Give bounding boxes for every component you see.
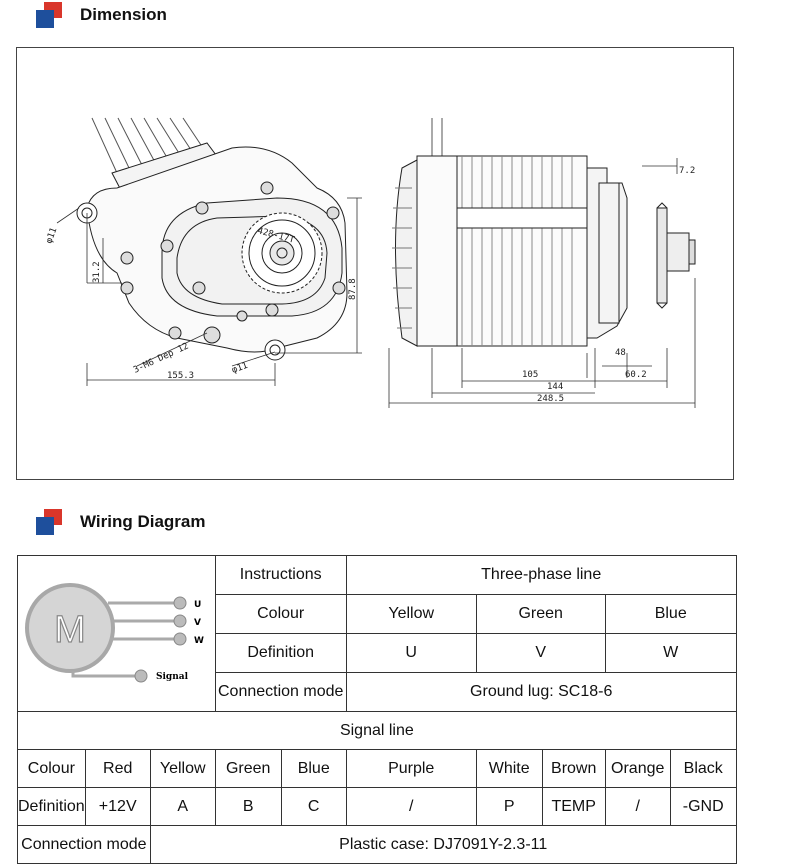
dim-87-8: 87.8 (348, 278, 358, 300)
instructions-cell: Instructions (214, 555, 347, 595)
signal-def-cell: C (280, 787, 347, 826)
phase-def-cell: V (475, 633, 606, 673)
signal-line-cell: Signal line (17, 711, 737, 750)
signal-def-cell: P (475, 787, 543, 826)
signal-colour-cell: Red (84, 749, 151, 788)
phase-v-label: V (194, 618, 201, 628)
phase-def-cell: W (604, 633, 737, 673)
motor-technical-drawing: φ11 31.2 87.8 3-M6 Dep 12 φ11 155.3 428-… (44, 117, 696, 408)
dim-155-3: 155.3 (167, 371, 194, 381)
signal-def-label-cell: Definition (17, 787, 86, 826)
signal-colour-cell: White (475, 749, 543, 788)
dimension-title: Dimension (80, 5, 167, 24)
dimension-drawing: φ11 31.2 87.8 3-M6 Dep 12 φ11 155.3 428-… (16, 47, 734, 480)
motor-letter: M (54, 609, 86, 651)
motor-wiring-icon: M U V W Signal (25, 583, 204, 683)
phase-connection-cell: Ground lug: SC18-6 (345, 672, 737, 712)
signal-def-cell: +12V (84, 787, 151, 826)
signal-def-cell: TEMP (541, 787, 606, 826)
connection-mode-label-cell: Connection mode (214, 672, 347, 712)
signal-def-cell: / (345, 787, 477, 826)
dimension-header: Dimension (36, 1, 167, 29)
signal-colour-cell: Brown (541, 749, 606, 788)
signal-colour-cell: Green (214, 749, 282, 788)
phase-colour-cell: Blue (604, 594, 737, 634)
section-bullet-icon (36, 2, 64, 28)
motor-diagram: M U V W Signal (17, 555, 216, 712)
dim-144: 144 (547, 382, 563, 392)
wiring-title: Wiring Diagram (80, 512, 206, 531)
signal-colour-cell: Purple (345, 749, 477, 788)
wiring-table: M U V W Signal Instructions Three-phase … (17, 555, 737, 864)
dim-31-2: 31.2 (92, 261, 102, 283)
phase-colour-cell: Green (475, 594, 606, 634)
colour-label-cell: Colour (214, 594, 347, 634)
signal-colour-cell: Yellow (149, 749, 216, 788)
signal-def-cell: -GND (669, 787, 737, 826)
signal-colour-label-cell: Colour (17, 749, 86, 788)
dim-hole-bottom: φ11 (231, 361, 250, 376)
three-phase-cell: Three-phase line (345, 555, 737, 595)
signal-label: Signal (156, 672, 189, 682)
section-bullet-icon (36, 509, 64, 535)
dim-7-2: 7.2 (679, 166, 695, 176)
dim-hole-top: φ11 (44, 226, 59, 245)
dim-105: 105 (522, 370, 538, 380)
definition-label-cell: Definition (214, 633, 347, 673)
signal-colour-cell: Orange (604, 749, 671, 788)
signal-def-cell: / (604, 787, 671, 826)
signal-colour-cell: Black (669, 749, 737, 788)
dim-48: 48 (615, 348, 626, 358)
signal-connection-cell: Plastic case: DJ7091Y-2.3-11 (149, 825, 737, 864)
phase-def-cell: U (345, 633, 477, 673)
wiring-header: Wiring Diagram (36, 508, 205, 536)
signal-connection-label-cell: Connection mode (17, 825, 151, 864)
phase-w-label: W (194, 636, 204, 646)
dim-248-5: 248.5 (537, 394, 564, 404)
signal-def-cell: A (149, 787, 216, 826)
phase-u-label: U (194, 600, 201, 610)
signal-def-cell: B (214, 787, 282, 826)
phase-colour-cell: Yellow (345, 594, 477, 634)
dim-60-2: 60.2 (625, 370, 647, 380)
signal-colour-cell: Blue (280, 749, 347, 788)
